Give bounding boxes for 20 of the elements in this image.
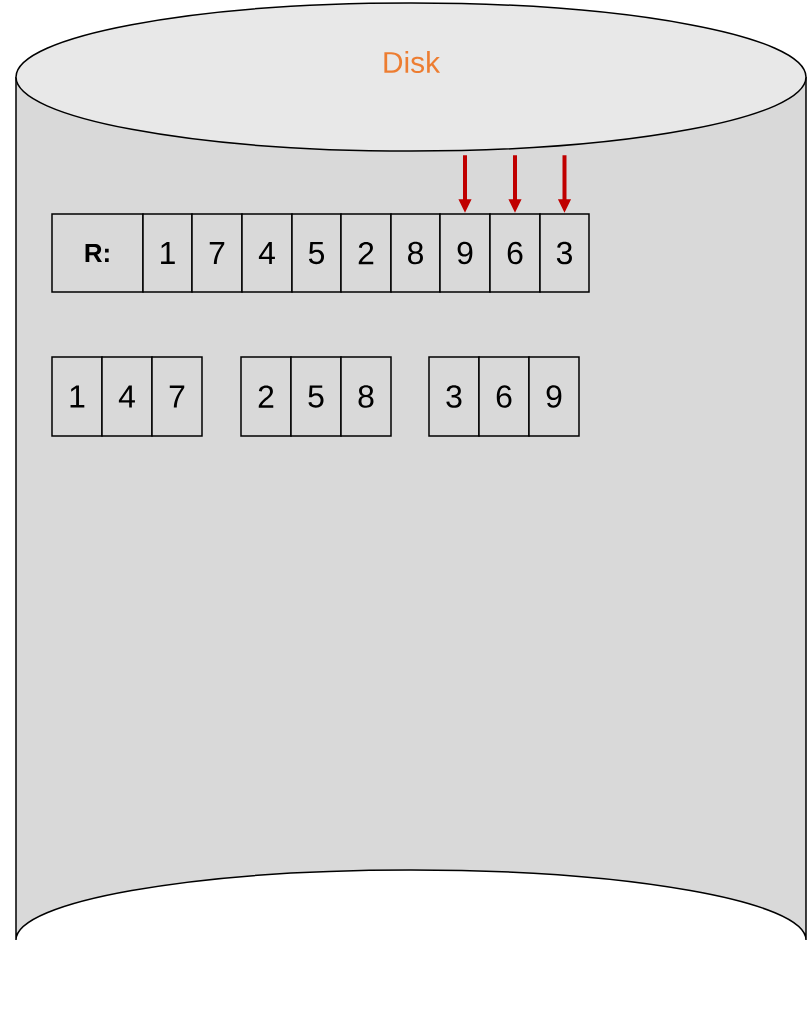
value-cell: 8: [340, 356, 392, 437]
value-cell: 4: [241, 213, 293, 293]
value-cell: 4: [101, 356, 153, 437]
value-cell: 5: [290, 356, 342, 437]
record-label-cell: R:: [51, 213, 144, 293]
value-cell: 8: [390, 213, 441, 293]
value-cell: 2: [340, 213, 392, 293]
value-cell: 9: [528, 356, 580, 437]
value-cell: 7: [151, 356, 203, 437]
value-cell: 2: [240, 356, 292, 437]
value-cell: 6: [478, 356, 530, 437]
value-cell: 1: [51, 356, 103, 437]
value-cell: 6: [489, 213, 541, 293]
value-cell: 1: [142, 213, 193, 293]
value-cell: 5: [291, 213, 342, 293]
node-label: Disk: [384, 51, 441, 73]
value-cell: 9: [439, 213, 491, 293]
value-cell: 3: [428, 356, 480, 437]
value-cell: 3: [539, 213, 590, 293]
value-cell: 7: [191, 213, 243, 293]
